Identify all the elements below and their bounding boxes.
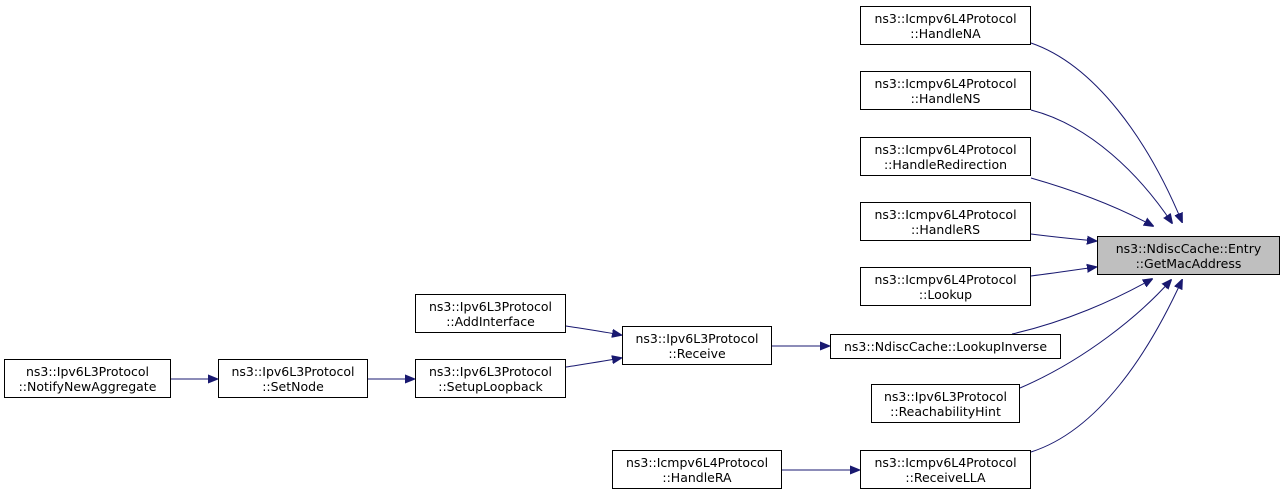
- node-ipv6-setup-loopback[interactable]: ns3::Ipv6L3Protocol ::SetupLoopback: [415, 359, 566, 398]
- node-line-2: ::GetMacAddress: [1135, 255, 1242, 271]
- node-line-1: ns3::Icmpv6L4Protocol: [874, 141, 1017, 157]
- node-icmpv6-handle-ns[interactable]: ns3::Icmpv6L4Protocol ::HandleNS: [860, 71, 1031, 110]
- edge-handle-redirection-to-root: [1030, 177, 1153, 226]
- node-ipv6-set-node[interactable]: ns3::Ipv6L3Protocol ::SetNode: [218, 359, 368, 398]
- node-line-1: ns3::NdiscCache::Entry: [1115, 240, 1262, 256]
- node-line-1: ns3::Ipv6L3Protocol: [428, 363, 553, 379]
- edge-add-interface-to-receive: [565, 325, 621, 335]
- node-line-2: ::ReceiveLLA: [905, 469, 986, 485]
- node-line-1: ns3::Ipv6L3Protocol: [635, 330, 759, 346]
- edge-setup-loopback-to-receive: [565, 358, 621, 368]
- node-line-2: ::HandleRedirection: [883, 156, 1008, 172]
- node-ndisc-cache-entry-get-mac-address: ns3::NdiscCache::Entry ::GetMacAddress: [1097, 236, 1280, 275]
- node-icmpv6-handle-redirection[interactable]: ns3::Icmpv6L4Protocol ::HandleRedirectio…: [860, 137, 1031, 176]
- node-ipv6-reachability-hint[interactable]: ns3::Ipv6L3Protocol ::ReachabilityHint: [871, 384, 1020, 423]
- node-ipv6-notify-new-aggregate[interactable]: ns3::Ipv6L3Protocol ::NotifyNewAggregate: [4, 359, 171, 398]
- node-line-2: ::HandleNA: [910, 25, 981, 41]
- node-ndisc-cache-lookup-inverse[interactable]: ns3::NdiscCache::LookupInverse: [830, 334, 1061, 359]
- edge-handle-rs-to-root: [1030, 233, 1096, 241]
- node-line-1: ns3::Icmpv6L4Protocol: [874, 10, 1017, 26]
- node-icmpv6-receive-lla[interactable]: ns3::Icmpv6L4Protocol ::ReceiveLLA: [860, 450, 1031, 489]
- node-line-1: ns3::Icmpv6L4Protocol: [874, 206, 1017, 222]
- node-line-2: ::HandleNS: [910, 90, 981, 106]
- node-icmpv6-lookup[interactable]: ns3::Icmpv6L4Protocol ::Lookup: [860, 267, 1031, 306]
- node-line-1: ns3::NdiscCache::LookupInverse: [843, 339, 1048, 354]
- node-line-1: ns3::Icmpv6L4Protocol: [874, 75, 1017, 91]
- node-line-2: ::ReachabilityHint: [890, 403, 1001, 419]
- edge-handle-ns-to-root: [1030, 109, 1172, 223]
- node-line-1: ns3::Icmpv6L4Protocol: [874, 271, 1017, 287]
- node-line-2: ::AddInterface: [446, 313, 535, 329]
- edge-lookup-to-root: [1030, 267, 1096, 277]
- node-line-1: ns3::Ipv6L3Protocol: [883, 388, 1008, 404]
- node-line-2: ::SetNode: [262, 378, 324, 394]
- node-line-1: ns3::Icmpv6L4Protocol: [625, 454, 769, 470]
- node-icmpv6-handle-rs[interactable]: ns3::Icmpv6L4Protocol ::HandleRS: [860, 202, 1031, 241]
- node-line-2: ::Lookup: [918, 286, 973, 302]
- node-line-2: ::HandleRS: [910, 221, 981, 237]
- node-ipv6-receive[interactable]: ns3::Ipv6L3Protocol ::Receive: [622, 326, 772, 365]
- node-line-1: ns3::Ipv6L3Protocol: [25, 363, 150, 379]
- node-line-1: ns3::Icmpv6L4Protocol: [874, 454, 1017, 470]
- edge-reachability-hint-to-root: [1019, 280, 1171, 389]
- node-icmpv6-handle-ra[interactable]: ns3::Icmpv6L4Protocol ::HandleRA: [612, 450, 782, 489]
- node-line-2: ::NotifyNewAggregate: [18, 378, 157, 394]
- node-line-1: ns3::Ipv6L3Protocol: [231, 363, 355, 379]
- node-icmpv6-handle-na[interactable]: ns3::Icmpv6L4Protocol ::HandleNA: [860, 6, 1031, 45]
- node-line-1: ns3::Ipv6L3Protocol: [428, 298, 553, 314]
- edge-handle-na-to-root: [1030, 42, 1182, 222]
- node-line-2: ::HandleRA: [662, 469, 732, 485]
- node-ipv6-add-interface[interactable]: ns3::Ipv6L3Protocol ::AddInterface: [415, 294, 566, 333]
- node-line-2: ::SetupLoopback: [438, 378, 543, 394]
- node-line-2: ::Receive: [668, 345, 726, 361]
- edge-receive-lla-to-root: [1030, 280, 1182, 453]
- edge-lookup-inverse-to-root: [1011, 279, 1152, 335]
